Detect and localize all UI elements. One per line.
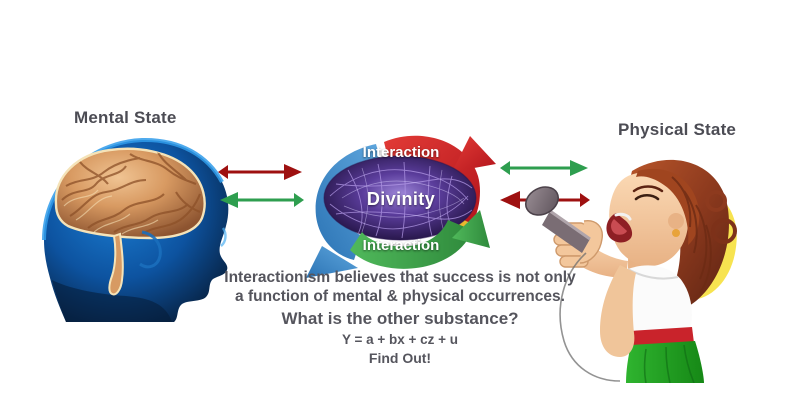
caption-equation: Y = a + bx + cz + u [341,332,459,347]
circular-arrow-cycle-icon [306,135,496,278]
arrow-left-icon [220,192,304,208]
caption-line-1: Interactionism believes that success is … [224,269,576,286]
mental-state-label: Mental State [74,108,177,127]
physical-state-label: Physical State [618,120,737,139]
left-connector-arrows [218,160,304,218]
arrow-right-icon [218,164,302,180]
interaction-cycle-diagram: Interaction Divinity Interaction [292,118,510,278]
physical-state-figure [520,135,770,383]
brain-head-icon [42,137,229,322]
singer-microphone-icon [524,159,737,383]
microphone-icon [524,186,591,253]
caption-call-to-action: Find Out! [368,350,432,366]
mental-state-figure [30,128,235,323]
caption-block: Interactionism believes that success is … [170,268,630,368]
arrow-right-icon [500,160,588,176]
caption-line-2: a function of mental & physical occurren… [235,288,565,305]
caption-question: What is the other substance? [281,309,519,328]
